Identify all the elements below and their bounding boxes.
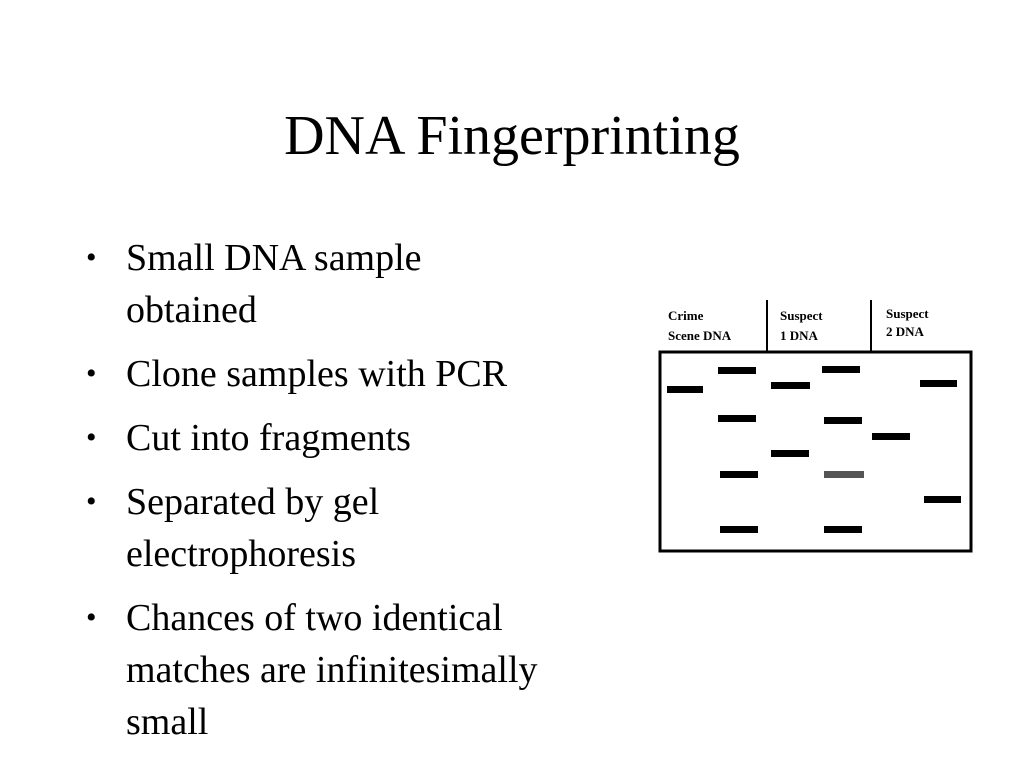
bullet-text: Chances of two identical [126, 597, 503, 639]
gel-electrophoresis-diagram: Crime Scene DNA Suspect 1 DNA Suspect 2 … [658, 300, 973, 553]
bullet-list: • Small DNA sample obtained • Clone samp… [84, 232, 644, 760]
bullet-item: • Cut into fragments [84, 412, 644, 464]
dna-band [718, 367, 756, 374]
dna-band-highlighted [824, 471, 864, 478]
bullet-dot: • [86, 241, 97, 274]
bullet-dot: • [86, 357, 97, 390]
dna-band [667, 386, 703, 393]
dna-band [720, 471, 758, 478]
bullet-item: • Separated by gel electrophoresis [84, 476, 644, 580]
bullet-item: • Small DNA sample obtained [84, 232, 644, 336]
dna-band [822, 366, 860, 373]
bullet-text: Small DNA sample [126, 237, 422, 279]
dna-band [924, 496, 961, 503]
bullet-text: Separated by gel [126, 481, 380, 523]
dna-band [872, 433, 910, 440]
dna-band [920, 380, 957, 387]
lane-label-suspect-2: Suspect [886, 306, 929, 321]
slide-title: DNA Fingerprinting [284, 105, 740, 167]
bullet-text: Cut into fragments [126, 417, 411, 459]
bullet-item: • Clone samples with PCR [84, 348, 644, 400]
dna-band [771, 382, 810, 389]
lane-label-suspect-2: 2 DNA [886, 324, 925, 339]
bullet-text: electrophoresis [126, 533, 357, 575]
lane-label-suspect-1: 1 DNA [780, 328, 819, 343]
dna-band [824, 417, 862, 424]
lane-label-suspect-1: Suspect [780, 308, 823, 323]
dna-band [720, 526, 758, 533]
bullet-text: matches are infinitesimally [126, 649, 538, 691]
bullet-dot: • [86, 601, 97, 634]
lane-label-crime-scene: Scene DNA [668, 328, 732, 343]
bullet-text: small [126, 701, 209, 743]
dna-band [771, 450, 809, 457]
gel-box [658, 350, 973, 553]
dna-band [718, 415, 756, 422]
bullet-dot: • [86, 421, 97, 454]
bullet-dot: • [86, 485, 97, 518]
bullet-item: • Chances of two identical matches are i… [84, 592, 644, 748]
bullet-text: obtained [126, 289, 257, 331]
dna-band [824, 526, 862, 533]
lane-label-crime-scene: Crime [668, 308, 704, 323]
bullet-text: Clone samples with PCR [126, 353, 508, 395]
